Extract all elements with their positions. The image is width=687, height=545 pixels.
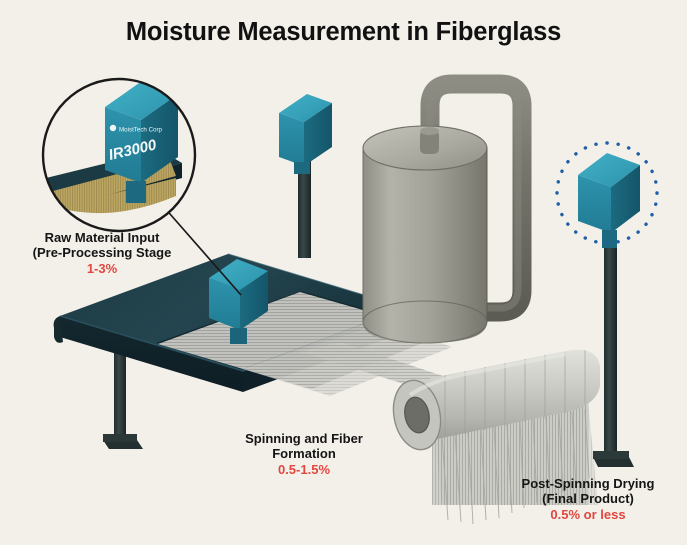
callout-raw-line1: Raw Material Input: [44, 230, 160, 245]
dotted-highlight-circle: [555, 141, 659, 245]
magnifier-ring: [41, 77, 197, 233]
fiberglass-roll: [392, 349, 600, 525]
magnified-sensor-device: MoistTech Corp IR3000: [105, 81, 178, 203]
callout-post-value: 0.5% or less: [550, 506, 626, 522]
device-brand-text: MoistTech Corp: [119, 127, 163, 134]
magnifier-callout: MoistTech Corp IR3000: [41, 77, 197, 233]
conveyor-leg-front: [103, 330, 143, 449]
sensor-box-tall-post: [279, 94, 332, 174]
callout-post-line1: Post-Spinning Drying: [521, 476, 655, 491]
callout-spin-line2: Formation: [272, 445, 336, 461]
post-spinning-sensor-assembly: [555, 141, 659, 467]
callout-spin-line1: Spinning and Fiber: [245, 431, 363, 446]
spinning-sensor-on-conveyor: [209, 259, 268, 344]
callout-raw-material-input: Raw Material Input (Pre-Processing Stage…: [2, 230, 202, 276]
sensor-box-post-spinning: [578, 153, 640, 248]
callout-spin-value: 0.5-1.5%: [277, 461, 331, 477]
callout-spinning-fiber-formation: Spinning and Fiber Formation 0.5-1.5%: [214, 431, 394, 477]
callout-post-line2: (Final Product): [542, 490, 634, 506]
page-title: Moisture Measurement in Fiberglass: [125, 18, 562, 46]
callout-post-spinning-drying: Post-Spinning Drying (Final Product) 0.5…: [492, 476, 684, 522]
callout-raw-value: 1-3%: [86, 260, 118, 276]
callout-raw-line2: (Pre-Processing Stage: [32, 244, 172, 260]
spinning-sensor-assembly-tall: [279, 94, 332, 258]
drying-tank: [362, 74, 532, 344]
callout-leader-line: [162, 205, 242, 296]
